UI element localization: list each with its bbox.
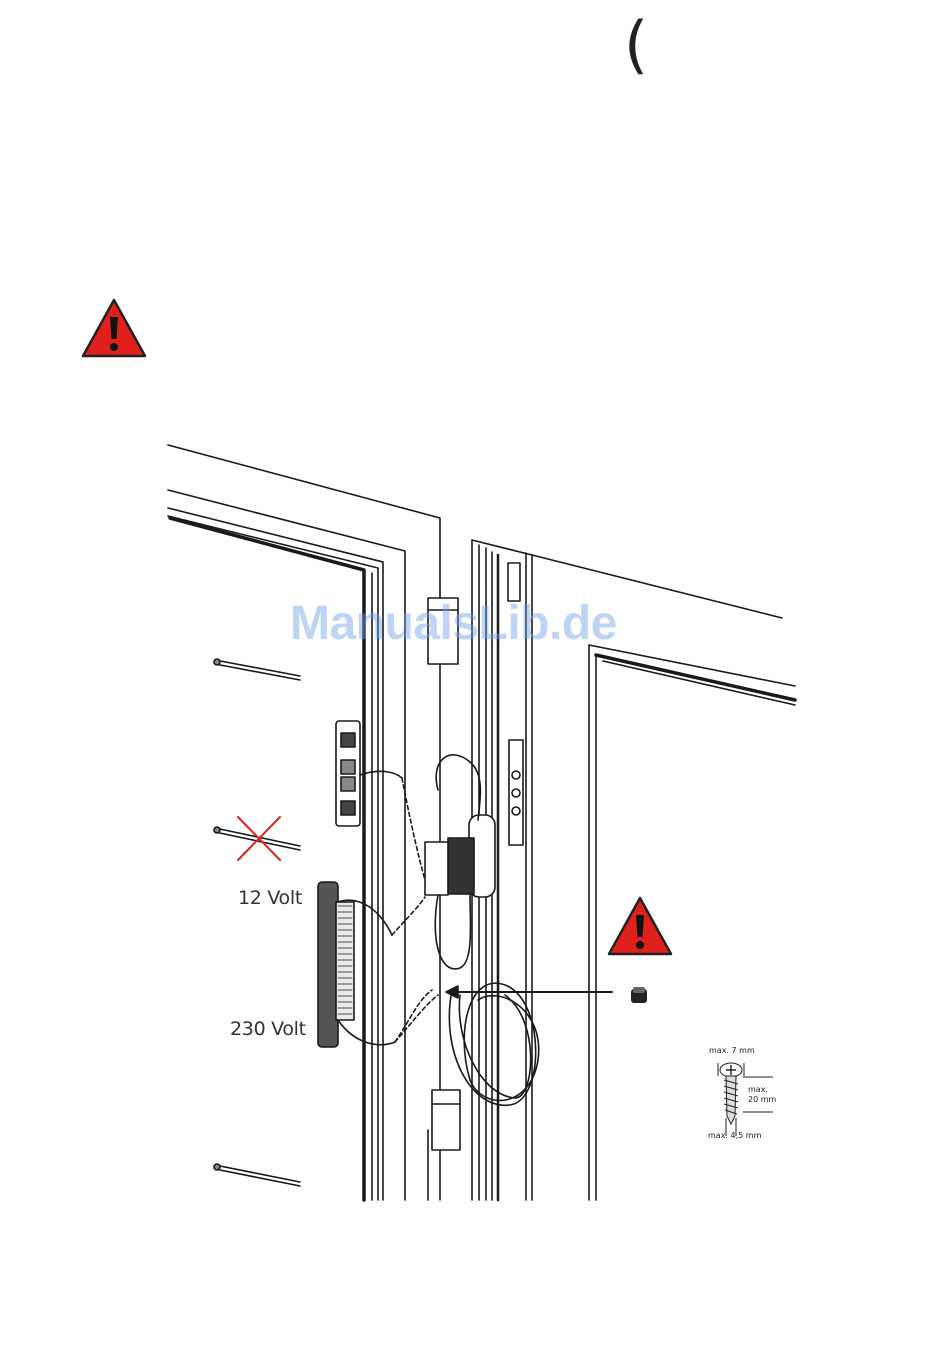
label-230-volt: 230 Volt — [230, 1018, 306, 1040]
watermark: ManualsLib.de — [290, 596, 617, 651]
warning-triangle-icon — [607, 896, 673, 956]
screw-length-spec-1: max. — [748, 1086, 768, 1094]
screw-shank-spec: max. 4,5 mm — [708, 1132, 761, 1140]
label-12-volt: 12 Volt — [238, 887, 302, 909]
screw-head-spec: max. 7 mm — [709, 1047, 755, 1055]
cable-grommet-icon — [628, 985, 650, 1007]
screw-length-spec-2: 20 mm — [748, 1096, 776, 1104]
